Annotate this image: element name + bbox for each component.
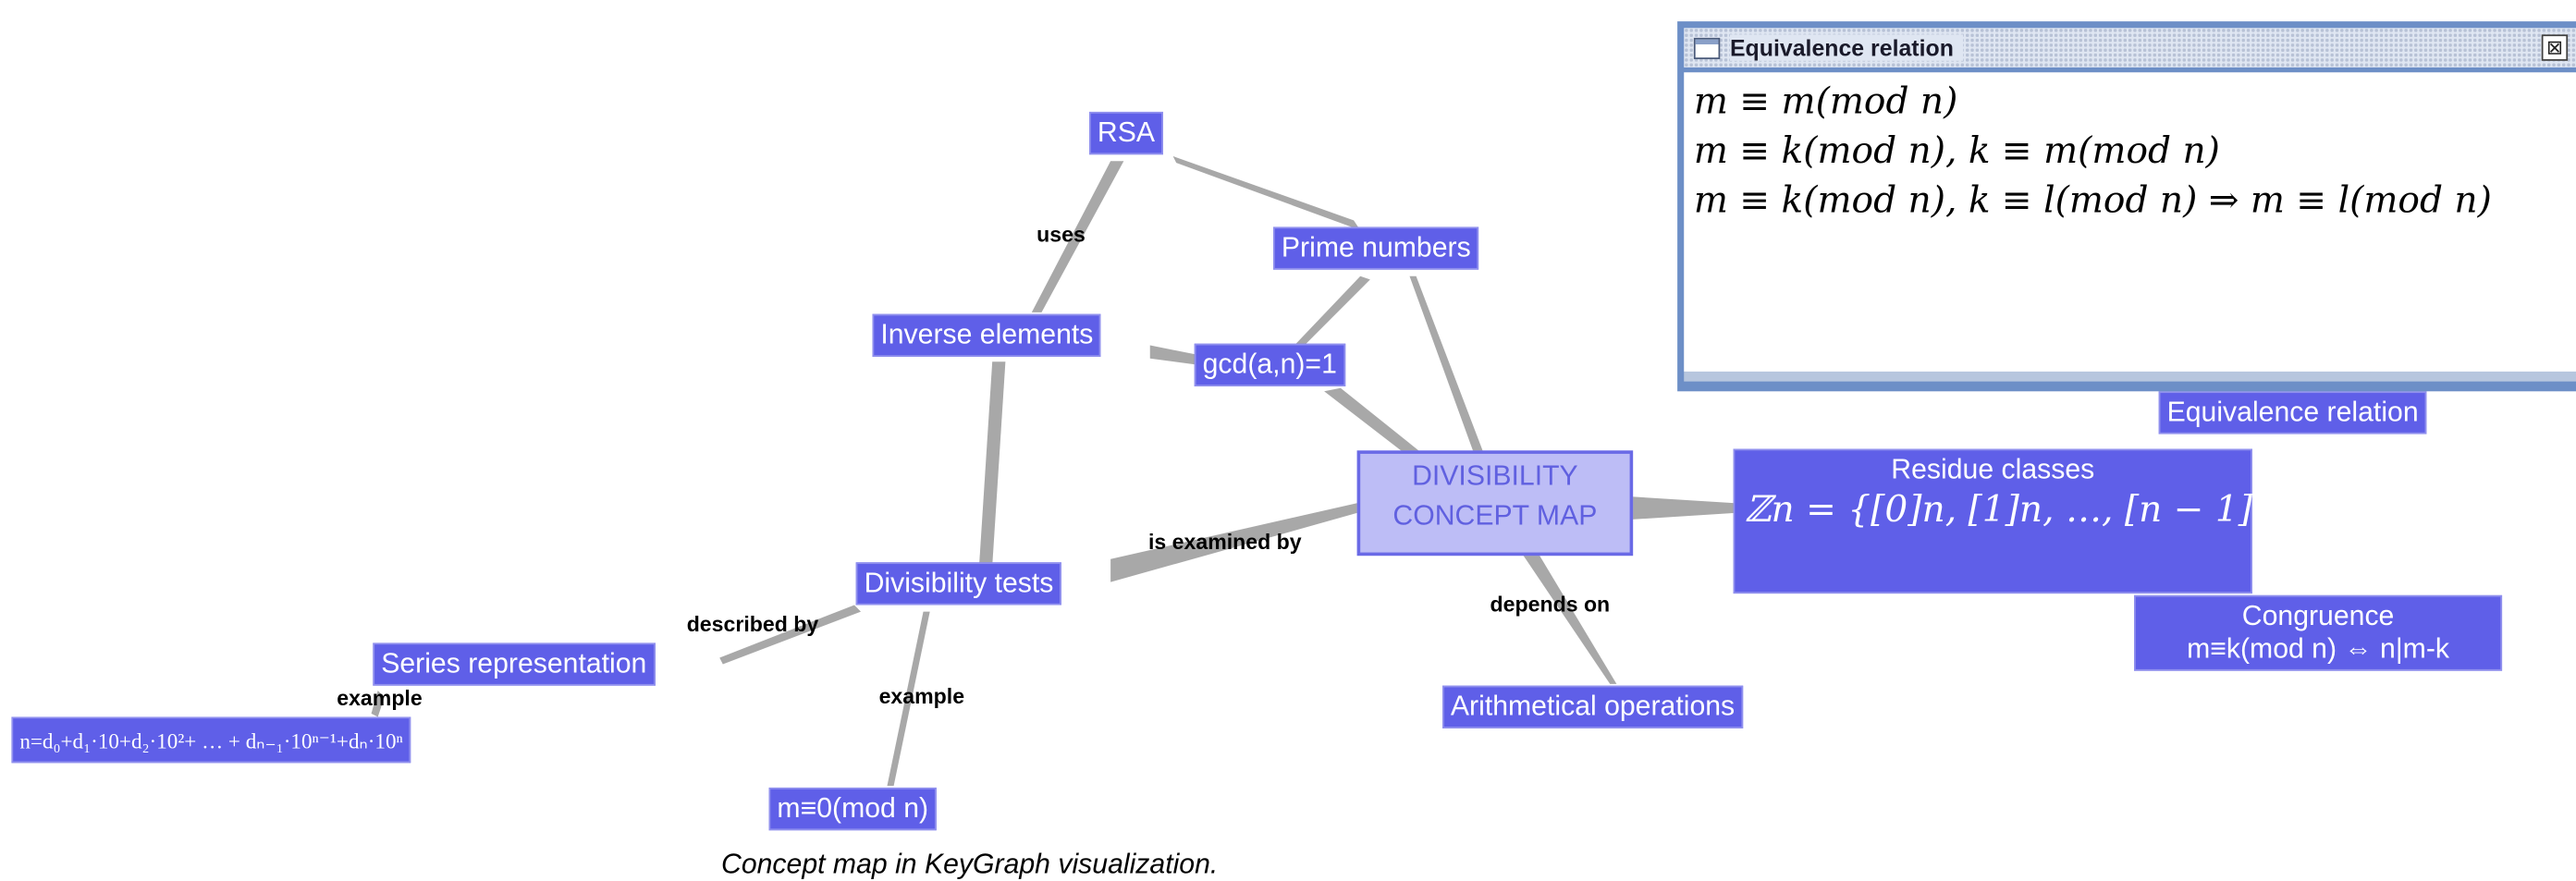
series-formula: n=d₀+d₁·10+d₂·10²+ … + dₙ₋₁·10ⁿ⁻¹+dₙ·10ⁿ xyxy=(19,728,403,753)
center-line-2: CONCEPT MAP xyxy=(1392,499,1598,532)
node-center-concept-map[interactable]: DIVISIBILITY CONCEPT MAP xyxy=(1356,450,1634,557)
congruence-title: Congruence xyxy=(2241,600,2395,631)
close-icon[interactable]: ⊠ xyxy=(2541,34,2569,61)
window-body: m ≡ m(mod n) m ≡ k(mod n), k ≡ m(mod n) … xyxy=(1684,72,2576,372)
edge-inverse-tests xyxy=(978,361,1006,566)
edge-inverse-gcd xyxy=(1149,345,1200,365)
edge-prime-center xyxy=(1409,275,1486,458)
edge-center-arith xyxy=(1521,552,1617,684)
edge-prime-gcd xyxy=(1291,275,1370,349)
window-icon xyxy=(1693,37,1721,59)
node-m-mod[interactable]: m≡0(mod n) xyxy=(768,787,937,831)
node-divisibility-tests[interactable]: Divisibility tests xyxy=(855,562,1062,606)
edge-series-formula xyxy=(371,691,385,717)
congruence-formula: m≡k(mod n) ⇔ n|m-k xyxy=(2187,632,2450,665)
edge-label-example-series: example xyxy=(337,685,423,711)
relation-line-3: m ≡ k(mod n), k ≡ l(mod n) ⇒ m ≡ l(mod n… xyxy=(1693,180,2492,223)
edge-rsa-prime xyxy=(1172,155,1361,231)
node-prime-numbers-label: Prime numbers xyxy=(1281,231,1471,263)
node-prime-numbers[interactable]: Prime numbers xyxy=(1273,226,1479,270)
edge-label-example-mod: example xyxy=(878,683,965,709)
edge-gcd-center xyxy=(1324,387,1423,458)
node-congruence[interactable]: Congruence m≡k(mod n) ⇔ n|m-k xyxy=(2134,594,2503,671)
window-bottom-border xyxy=(1684,371,2576,382)
edge-rsa-inverse xyxy=(1031,161,1124,312)
window-titlebar[interactable]: Equivalence relation ⊠ xyxy=(1684,28,2576,67)
node-series-representation[interactable]: Series representation xyxy=(373,642,656,686)
relation-line-1: m ≡ m(mod n) xyxy=(1693,81,1958,124)
edge-label-is-examined-by: is examined by xyxy=(1147,529,1302,555)
edge-label-uses: uses xyxy=(1037,222,1086,247)
node-series-formula[interactable]: n=d₀+d₁·10+d₂·10²+ … + dₙ₋₁·10ⁿ⁻¹+dₙ·10ⁿ xyxy=(11,716,411,764)
node-rsa[interactable]: RSA xyxy=(1089,111,1163,155)
node-arithmetical-operations-label: Arithmetical operations xyxy=(1450,691,1736,722)
node-series-representation-label: Series representation xyxy=(381,647,647,679)
node-residue-classes[interactable]: Residue classes ℤn = {[0]n, [1]n, …, [n … xyxy=(1733,448,2300,594)
edge-center-residue xyxy=(1629,496,1736,520)
relation-line-2: m ≡ k(mod n), k ≡ m(mod n) xyxy=(1693,131,2220,173)
residue-title: Residue classes xyxy=(1891,453,2095,485)
node-gcd-label: gcd(a,n)=1 xyxy=(1202,349,1337,380)
edge-label-described-by: described by xyxy=(686,611,819,637)
edge-center-tests xyxy=(1110,503,1357,582)
residue-formula: ℤn = {[0]n, [1]n, …, [n − 1]n} xyxy=(1744,490,2300,532)
figure-caption: Concept map in KeyGraph visualization. xyxy=(721,848,1219,880)
node-inverse-elements-label: Inverse elements xyxy=(880,319,1094,350)
edge-label-depends-on: depends on xyxy=(1490,592,1611,617)
node-rsa-label: RSA xyxy=(1097,116,1156,149)
edge-tests-series xyxy=(719,605,862,665)
equivalence-relation-window[interactable]: Equivalence relation ⊠ m ≡ m(mod n) m ≡ … xyxy=(1677,21,2576,392)
window-title: Equivalence relation xyxy=(1729,34,1964,61)
node-arithmetical-operations[interactable]: Arithmetical operations xyxy=(1442,685,1744,728)
node-equivalence-relation-label: Equivalence relation xyxy=(2166,396,2419,428)
node-gcd[interactable]: gcd(a,n)=1 xyxy=(1194,343,1345,386)
node-m-mod-label: m≡0(mod n) xyxy=(777,792,929,825)
node-divisibility-tests-label: Divisibility tests xyxy=(864,567,1054,599)
node-equivalence-relation[interactable]: Equivalence relation xyxy=(2158,391,2427,434)
edge-tests-mod xyxy=(887,611,930,787)
center-line-1: DIVISIBILITY xyxy=(1412,460,1578,492)
node-inverse-elements[interactable]: Inverse elements xyxy=(872,313,1102,357)
